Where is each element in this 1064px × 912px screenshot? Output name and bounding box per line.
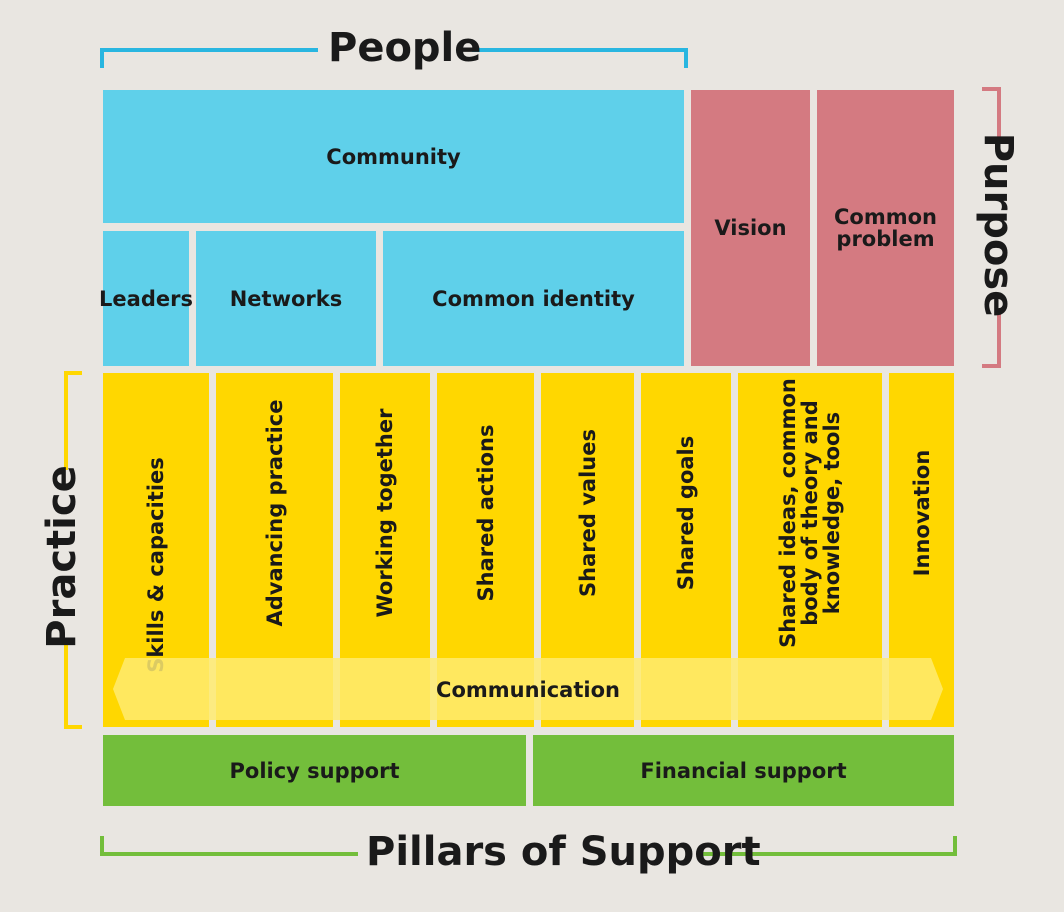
community-label: Community (326, 144, 461, 169)
common-identity-box: Common identity (383, 231, 684, 366)
leaders-box: Leaders (99, 231, 193, 366)
pillars-title: Pillars of Support (366, 829, 761, 875)
practice-label-innovation: Innovation (909, 449, 934, 577)
common-problem-box: Common problem (817, 90, 954, 366)
financial-support-label: Financial support (640, 758, 847, 783)
practice-label-values: Shared values (575, 429, 600, 597)
networks-box: Networks (196, 231, 376, 366)
shared-ideas-line-3: knowledge, tools (820, 411, 844, 615)
common-identity-label: Common identity (432, 286, 635, 311)
financial-support-box: Financial support (533, 735, 954, 806)
practice-label-skills: Skills & capacities (144, 457, 168, 673)
practice-label-shared-ideas: Shared ideas, common body of theory and … (776, 378, 844, 648)
shared-ideas-line-1: Shared ideas, common (776, 378, 800, 648)
vision-label: Vision (714, 216, 787, 240)
purpose-title: Purpose (975, 132, 1021, 318)
leaders-label: Leaders (99, 286, 193, 311)
communication-arrow (113, 658, 943, 720)
policy-support-box: Policy support (103, 735, 526, 806)
networks-label: Networks (229, 286, 343, 311)
communication-label: Communication (436, 678, 620, 702)
common-problem-label-line2: problem (836, 227, 935, 251)
common-problem-label-line1: Common (834, 205, 937, 229)
practice-label-advancing: Advancing practice (262, 399, 287, 627)
practice-label-goals: Shared goals (674, 435, 698, 591)
people-title: People (328, 25, 482, 71)
practice-title: Practice (39, 465, 85, 649)
practice-label-working: Working together (373, 408, 397, 618)
practice-label-actions: Shared actions (473, 424, 498, 602)
community-box: Community (103, 90, 684, 223)
policy-support-label: Policy support (229, 758, 400, 783)
vision-box: Vision (691, 90, 810, 366)
shared-ideas-line-2: body of theory and (798, 400, 822, 626)
